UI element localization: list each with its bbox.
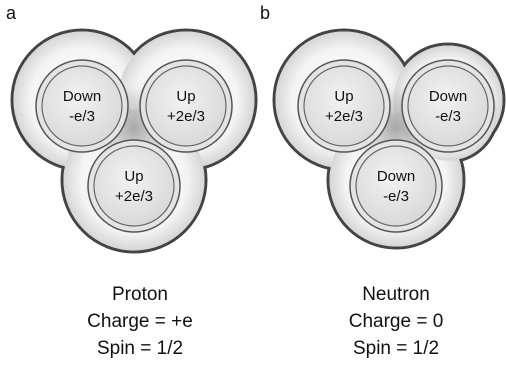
quark-charge: -e/3 <box>69 108 95 125</box>
quark-charge: +2e/3 <box>115 188 153 205</box>
quark-charge: -e/3 <box>383 188 409 205</box>
particle-charge: Charge = +e <box>87 311 193 332</box>
particle-name: Neutron <box>362 284 430 305</box>
neutron-group: Up +2e/3 Down -e/3 Down -e/3 <box>272 28 506 250</box>
quark-down: Down -e/3 <box>35 59 129 153</box>
neutron-caption: Neutron Charge = 0 Spin = 1/2 <box>296 281 496 362</box>
proton-group: Down -e/3 Up +2e/3 Up +2e/3 <box>10 28 258 254</box>
quark-charge: +2e/3 <box>325 108 363 125</box>
particle-spin: Spin = 1/2 <box>352 338 440 359</box>
quark-name: Up <box>334 88 353 105</box>
quark-charge: +2e/3 <box>167 108 205 125</box>
particle-name: Proton <box>112 284 168 305</box>
panel-label-a: a <box>6 3 17 23</box>
quark-up: Up +2e/3 <box>139 59 233 153</box>
quark-down: Down -e/3 <box>401 59 495 153</box>
quark-name: Down <box>63 88 101 105</box>
quark-up: Up +2e/3 <box>87 139 181 233</box>
proton-caption: Proton Charge = +e Spin = 1/2 <box>40 281 240 362</box>
quark-name: Up <box>124 168 143 185</box>
quark-charge: -e/3 <box>435 108 461 125</box>
quark-up: Up +2e/3 <box>297 59 391 153</box>
quark-name: Down <box>429 88 467 105</box>
panel-label-b: b <box>260 3 271 23</box>
quark-name: Up <box>176 88 195 105</box>
particle-spin: Spin = 1/2 <box>96 338 184 359</box>
particle-charge: Charge = 0 <box>348 311 444 332</box>
quark-down: Down -e/3 <box>349 139 443 233</box>
quark-name: Down <box>377 168 415 185</box>
